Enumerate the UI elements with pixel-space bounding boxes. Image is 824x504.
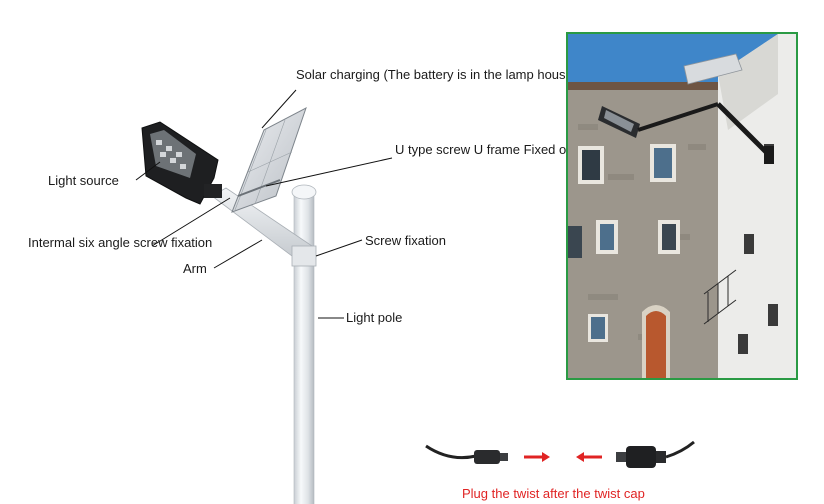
connector-diagram (425, 440, 695, 468)
installation-photo (566, 32, 798, 380)
leader-u-frame (265, 157, 393, 187)
leader-solar (261, 89, 297, 129)
label-screw-fixation: Screw fixation (365, 233, 446, 248)
photo-illustration (568, 34, 796, 378)
photo-door (642, 305, 670, 378)
leader-six-angle (151, 197, 231, 247)
light-pole (291, 184, 317, 504)
label-solar-line1: Solar charging (296, 67, 380, 82)
label-six-angle: Intermal six angle screw fixation (28, 235, 212, 250)
solar-panel (231, 106, 307, 213)
photo-lamp (598, 53, 774, 164)
leader-light-source (135, 161, 161, 181)
label-arm-text: Arm (183, 261, 207, 276)
arrow-left-icon (576, 452, 602, 462)
label-six-angle-line2: screw fixation (133, 235, 213, 250)
label-light-source-text: Light source (48, 173, 119, 188)
label-screw-fixation-text: Screw fixation (365, 233, 446, 248)
photo-railing (703, 269, 737, 325)
label-light-pole-text: Light pole (346, 310, 403, 325)
cable-plug-icon (425, 444, 508, 464)
label-light-source: Light source (48, 173, 119, 188)
leader-screw-fixation (315, 239, 363, 257)
label-light-pole: Light pole (346, 310, 402, 325)
label-solar-line2: (The battery is in the lamp housing) (383, 67, 588, 82)
arrow-right-icon (524, 452, 550, 462)
connector-caption: Plug the twist after the twist cap (462, 486, 645, 501)
street-light-diagram (135, 89, 393, 504)
label-six-angle-line1: Intermal six angle (28, 235, 130, 250)
photo-windows (568, 144, 680, 342)
lamp-head (141, 121, 222, 205)
label-arm: Arm (183, 261, 207, 276)
cable-socket-icon (616, 440, 695, 468)
label-solar-charging: Solar charging (The battery is in the la… (296, 67, 587, 82)
leader-arm (213, 239, 263, 269)
leader-lines (135, 89, 393, 319)
label-u-frame-line1: U type screw U frame (395, 142, 520, 157)
